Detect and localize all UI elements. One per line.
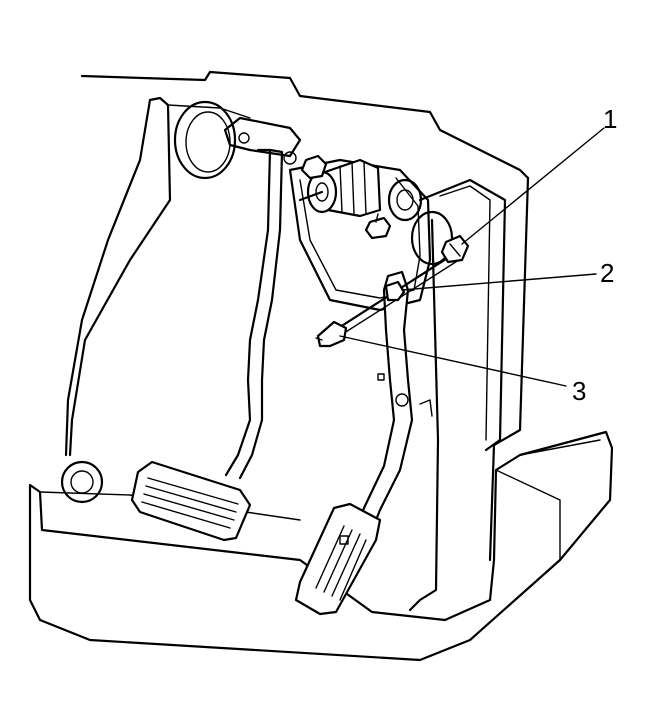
leader-line-3 (339, 335, 567, 387)
callout-label-2: 2 (600, 258, 614, 288)
component-2-retainer (384, 280, 406, 302)
floor-bolt-left (60, 460, 104, 504)
small-clips (377, 373, 433, 417)
leader-lines (339, 127, 605, 387)
right-pedal-pad (294, 502, 382, 616)
leader-line-1 (461, 127, 605, 245)
pedal-bracket (223, 116, 302, 165)
component-1-switch (440, 234, 470, 264)
callout-label-1: 1 (603, 104, 617, 134)
leader-line-2 (401, 273, 597, 291)
left-pedal-arm (224, 148, 284, 480)
access-hole (173, 100, 237, 180)
dash-wall (64, 96, 507, 612)
callout-label-3: 3 (572, 376, 586, 406)
left-pedal-pad (130, 460, 252, 542)
booster-stub (298, 154, 382, 218)
component-3-rod-end (315, 320, 348, 348)
mounting-stud (364, 213, 392, 240)
